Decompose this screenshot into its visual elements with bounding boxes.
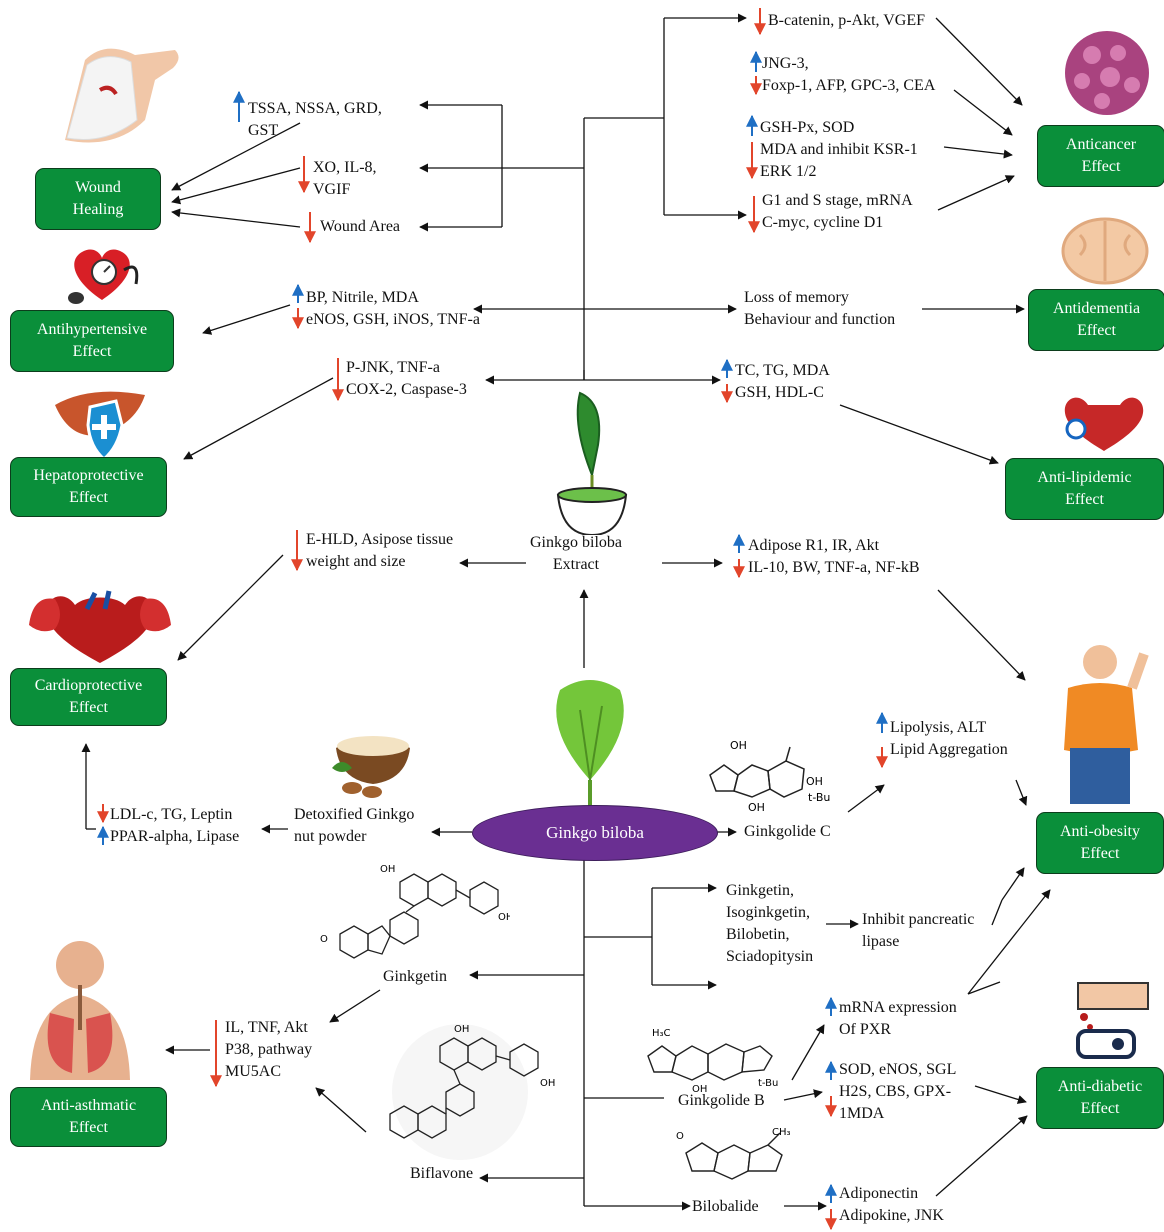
bilobalide-structure: CH₃ O [676,1127,791,1180]
overweight-person-icon [1064,645,1149,804]
svg-text:CH₃: CH₃ [772,1127,791,1138]
svg-text:OH: OH [498,912,510,923]
ginkgo-biloba-hub: Ginkgo biloba [472,805,718,861]
marker-jng: JNG-3, Foxp-1, AFP, GPC-3, CEA [762,55,936,94]
ginkgolide-c-structure: OH OH t-Bu OH [709,739,830,814]
marker-adipose: Adipose R1, IR, Akt IL-10, BW, TNF-a, NF… [748,537,920,576]
effect-hepatoprotective: Hepatoprotective Effect [10,457,167,517]
artery-heart-icon [1064,397,1144,451]
svg-text:O: O [676,1131,684,1142]
effect-anticancer: Anticancer Effect [1037,125,1164,187]
liver-shield-icon [55,391,145,461]
svg-text:O: O [320,934,328,945]
svg-text:OH: OH [454,1024,469,1035]
marker-sod: SOD, eNOS, SGL H2S, CBS, GPX- 1MDA [839,1061,957,1122]
marker-tssa: TSSA, NSSA, GRD, GST [248,100,382,139]
svg-text:OH: OH [380,864,395,875]
marker-ginkgetin-list: Ginkgetin, Isoginkgetin, Bilobetin, Scia… [726,882,814,965]
effect-anti-obesity: Anti-obesity Effect [1036,812,1164,874]
effect-antihypertensive: Antihypertensive Effect [10,310,174,372]
effect-cardioprotective: Cardioprotective Effect [10,668,167,726]
biflavone-label: Biflavone [410,1165,474,1182]
marker-tc: TC, TG, MDA GSH, HDL-C [735,362,830,401]
marker-xo: XO, IL-8, VGIF [313,159,377,198]
marker-pjnk: P-JNK, TNF-a COX-2, Caspase-3 [346,359,467,398]
svg-text:OH: OH [806,775,823,788]
marker-il: IL, TNF, Akt P38, pathway MU5AC [225,1019,313,1080]
marker-bp: BP, Nitrile, MDA eNOS, GSH, iNOS, TNF-a [306,289,480,328]
ginkgolide-b-structure: H₃C OH t-Bu [647,1028,778,1095]
effect-wound-healing: Wound Healing [35,168,161,230]
marker-pancreatic: Inhibit pancreatic lipase [862,911,975,950]
effect-antidementia: Antidementia Effect [1028,289,1164,351]
svg-text:OH: OH [540,1078,555,1089]
marker-wound-area: Wound Area [320,218,401,235]
effect-anti-asthmatic: Anti-asthmatic Effect [10,1087,167,1147]
svg-text:H₃C: H₃C [652,1028,671,1039]
svg-text:OH: OH [692,1084,707,1095]
marker-ehld: E-HLD, Asipose tissue weight and size [306,531,454,570]
marker-lipolysis: Lipolysis, ALT Lipid Aggregation [890,719,1008,758]
svg-text:OH: OH [748,801,765,814]
ginkgo-leaf-icon [556,680,624,810]
marker-gsh: GSH-Px, SOD MDA and inhibit KSR-1 ERK 1/… [760,119,918,180]
human-lungs-icon [30,941,130,1080]
effect-anti-lipidemic: Anti-lipidemic Effect [1005,458,1164,520]
cancer-cell-icon [1065,31,1149,115]
marker-adiponectin: Adiponectin Adipokine, JNK [839,1185,944,1224]
nut-powder-bowl-icon [332,736,410,798]
bandaged-hand-icon [65,48,179,143]
ginkgetin-structure: OH OH O [320,864,510,959]
ginkgetin-label: Ginkgetin [383,968,447,985]
extract-label: Ginkgo biloba Extract [530,534,622,573]
blood-pressure-monitor-icon [68,249,139,304]
nut-powder-label: Detoxified Ginkgo nut powder [294,806,415,845]
marker-bcat: B-catenin, p-Akt, VGEF [768,12,926,29]
svg-text:t-Bu: t-Bu [808,791,830,804]
biflavone-structure: OH OH [389,1024,555,1160]
glucose-test-icon [1076,982,1149,1059]
effect-anti-diabetic: Anti-diabetic Effect [1036,1067,1164,1129]
ginkgo-sprout-icon [556,391,628,535]
brain-icon [1061,217,1149,285]
svg-text:OH: OH [730,739,747,752]
ginkgolide-b-label: Ginkgolide B [678,1092,765,1109]
marker-ldl: LDL-c, TG, Leptin PPAR-alpha, Lipase [110,806,240,845]
marker-pxr: mRNA expression Of PXR [839,999,957,1038]
strong-heart-icon [29,590,171,663]
ginkgolide-c-label: Ginkgolide C [744,823,831,840]
marker-g1: G1 and S stage, mRNA C-myc, cycline D1 [762,192,913,231]
bilobalide-label: Bilobalide [692,1198,759,1215]
marker-memory: Loss of memory Behaviour and function [744,289,896,328]
svg-text:t-Bu: t-Bu [758,1078,778,1089]
